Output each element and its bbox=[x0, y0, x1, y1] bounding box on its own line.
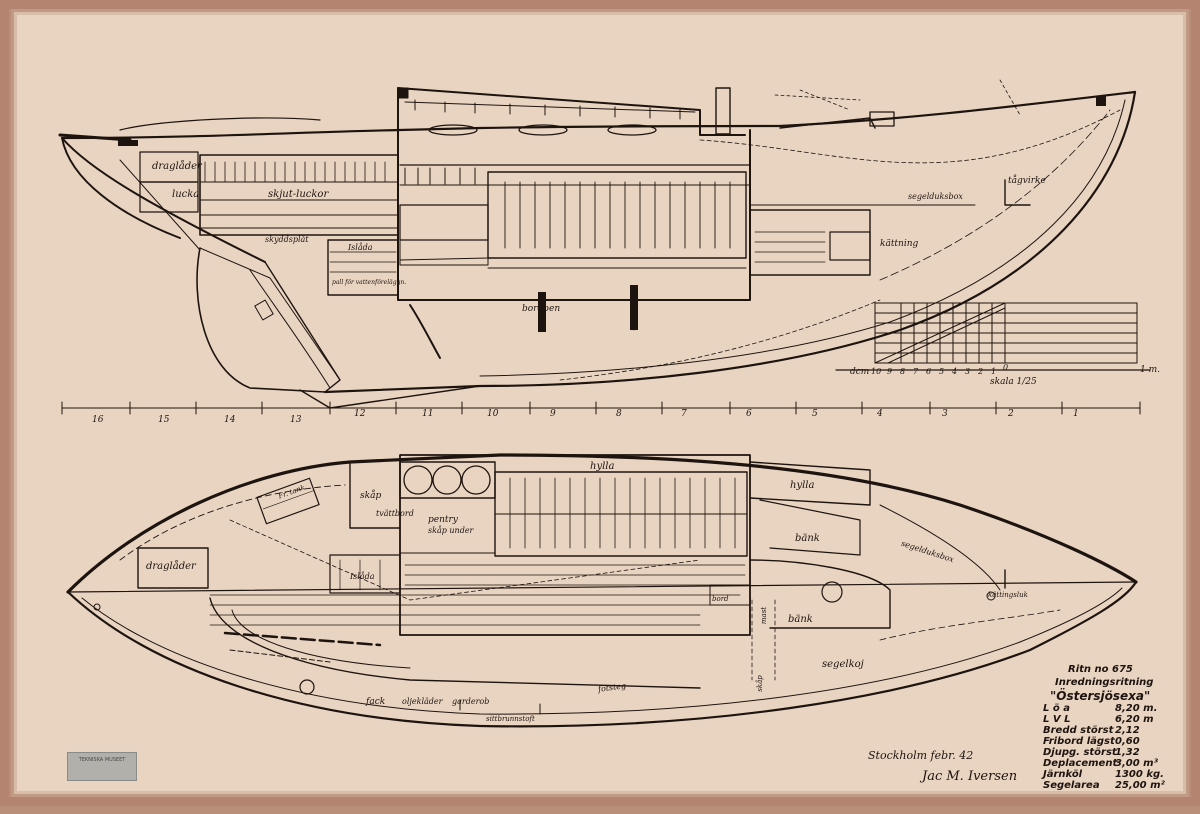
label-hylla-main: hylla bbox=[590, 461, 615, 472]
label-fack: fack bbox=[366, 697, 386, 707]
station-number: 13 bbox=[290, 415, 302, 425]
label-kattingsluk: kättingsluk bbox=[988, 591, 1028, 599]
scale-tick: 4 bbox=[952, 367, 958, 376]
station-number: 3 bbox=[942, 409, 948, 419]
spec-row: Järnköl 1300 kg. bbox=[1043, 769, 1164, 783]
spec-row: Segelarea 25,00 m² bbox=[1043, 780, 1165, 794]
spec-value: 1300 kg. bbox=[1115, 769, 1164, 780]
spec-key: L V L bbox=[1043, 714, 1071, 725]
spec-value: 1,32 bbox=[1115, 747, 1140, 758]
label-garderob: garderob bbox=[452, 697, 490, 706]
station-number: 2 bbox=[1008, 409, 1014, 419]
place-date: Stockholm febr. 42 bbox=[868, 749, 974, 762]
station-number: 16 bbox=[92, 415, 104, 425]
label-hylla-fwd: hylla bbox=[790, 480, 815, 491]
spec-value: 2,12 bbox=[1115, 725, 1140, 736]
label-mast: mast bbox=[760, 606, 769, 625]
label-draglader-plan: draglåder bbox=[146, 561, 196, 572]
label-skap: skåp bbox=[360, 491, 382, 501]
spec-value: 8,20 m. bbox=[1115, 703, 1158, 714]
scale-dcm-label: dcm bbox=[850, 367, 870, 377]
scale-tick: 2 bbox=[978, 367, 984, 376]
label-tvattbord: tvättbord bbox=[376, 509, 414, 518]
spec-key: Bredd störst bbox=[1043, 725, 1114, 736]
label-bordben: bordben bbox=[522, 304, 561, 314]
scale-tick: 6 bbox=[926, 367, 932, 376]
scale-grid bbox=[835, 302, 1151, 371]
station-number: 11 bbox=[422, 409, 434, 419]
station-number: 4 bbox=[877, 409, 883, 419]
scale-skala-label: skala 1/25 bbox=[990, 377, 1037, 387]
station-number: 8 bbox=[616, 409, 622, 419]
spec-key: Järnköl bbox=[1043, 769, 1083, 780]
plan-view bbox=[66, 453, 1138, 728]
station-number: 14 bbox=[224, 415, 236, 425]
station-number: 6 bbox=[746, 409, 752, 419]
label-bank-lower: bänk bbox=[788, 614, 813, 625]
drawing-number: Ritn no 675 bbox=[1068, 664, 1133, 675]
label-lucka: lucka bbox=[172, 189, 200, 200]
station-number: 5 bbox=[812, 409, 818, 419]
label-pall: pall för vattenföreläggn. bbox=[332, 279, 407, 286]
label-kattning: kättning bbox=[880, 239, 919, 249]
label-bord: bord bbox=[712, 595, 729, 603]
scale-tick: 10 bbox=[871, 367, 882, 376]
label-isbox: Islåda bbox=[348, 243, 373, 252]
spec-value: 6,20 m bbox=[1115, 714, 1154, 725]
scale-tick: 7 bbox=[913, 367, 919, 376]
boat-name: "Östersjösexa" bbox=[1050, 689, 1151, 703]
spec-key: Djupg. störst bbox=[1043, 747, 1117, 758]
scale-tick: 1 bbox=[991, 367, 997, 376]
scale-tick: 3 bbox=[965, 367, 971, 376]
spec-key: Segelarea bbox=[1043, 780, 1100, 791]
scale-tick: 5 bbox=[939, 367, 945, 376]
label-pentry: pentry bbox=[428, 515, 458, 525]
station-number: 15 bbox=[158, 415, 170, 425]
spec-key: L ö a bbox=[1043, 703, 1070, 714]
drawing-title: Inredningsritning bbox=[1055, 677, 1154, 688]
label-islada: Islåda bbox=[350, 572, 375, 581]
paper bbox=[14, 12, 1186, 794]
label-sittbrunnstoft: sittbrunnstoft bbox=[486, 715, 535, 723]
station-number: 12 bbox=[354, 409, 366, 419]
label-oljeklader: oljekläder bbox=[402, 697, 443, 706]
station-number: 10 bbox=[487, 409, 499, 419]
station-ruler bbox=[61, 401, 1141, 415]
spec-value: 3,00 m³ bbox=[1115, 758, 1158, 769]
profile-view bbox=[58, 79, 1137, 409]
label-bank-upper: bänk bbox=[795, 533, 820, 544]
spec-key: Fribord lägst bbox=[1043, 736, 1115, 747]
label-skap-under: skåp under bbox=[428, 526, 474, 535]
spec-value: 0,60 bbox=[1115, 736, 1140, 747]
station-number: 1 bbox=[1073, 409, 1079, 419]
spec-row: L ö a 8,20 m. bbox=[1043, 704, 1163, 717]
station-number: 7 bbox=[681, 409, 687, 419]
label-segelkoj: segelkoj bbox=[822, 659, 864, 670]
scale-tick: 9 bbox=[887, 367, 893, 376]
spec-key: Deplacement bbox=[1043, 758, 1118, 769]
label-skyddsplat: skyddsplåt bbox=[265, 235, 309, 244]
scale-tick: 8 bbox=[900, 367, 906, 376]
label-skjut-luckor: skjut-luckor bbox=[268, 189, 329, 200]
spec-value: 25,00 m² bbox=[1115, 780, 1165, 791]
stamp-text: TEKNISKA MUSEET bbox=[78, 757, 126, 763]
scale-tick: 0 bbox=[1003, 363, 1009, 372]
label-segelduksbox-profile: segelduksbox bbox=[908, 192, 963, 201]
scale-one-m: 1 m. bbox=[1140, 365, 1160, 375]
label-draglader-profile: draglåder bbox=[152, 161, 202, 172]
station-number: 9 bbox=[550, 409, 556, 419]
spec-row: L V L 6,20 m bbox=[1043, 715, 1163, 728]
label-tagvirke: tågvirke bbox=[1008, 176, 1046, 186]
signature: Jac M. Iversen bbox=[922, 769, 1018, 784]
label-skap-vertical: skåp bbox=[755, 675, 764, 692]
archive-stamp: TEKNISKA MUSEET bbox=[67, 752, 137, 781]
